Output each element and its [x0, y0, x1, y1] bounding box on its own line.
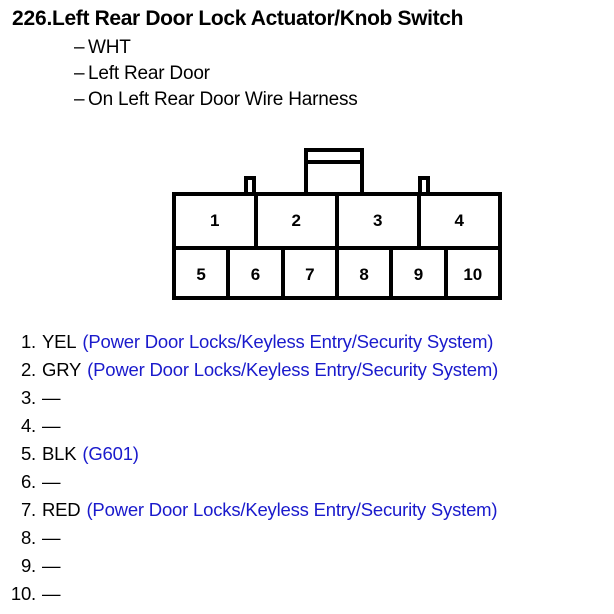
component-subitem: – WHT [74, 35, 614, 61]
pin-number: 2. [20, 359, 36, 380]
component-subitem-list: – WHT – Left Rear Door – On Left Rear Do… [0, 35, 614, 113]
pin-row: 3. — [0, 384, 614, 412]
pin-circuit-name: (Power Door Locks/Keyless Entry/Security… [86, 499, 498, 520]
pin-number: 5. [20, 443, 36, 464]
pin-number: 7. [20, 499, 36, 520]
pin-number: 3. [20, 387, 36, 408]
component-header: 226. Left Rear Door Lock Actuator/Knob S… [0, 0, 614, 113]
connector-right-tab-icon [418, 176, 430, 194]
connector-cavity: 10 [463, 265, 483, 284]
pin-row: 4. — [0, 412, 614, 440]
connector-cavity: 7 [285, 250, 339, 300]
connector-center-latch-bar [308, 160, 360, 164]
title-row: 226. Left Rear Door Lock Actuator/Knob S… [0, 0, 614, 31]
connector-center-latch-icon [304, 148, 364, 194]
pin-row: 8. — [0, 524, 614, 552]
pin-number: 6. [20, 471, 36, 492]
pin-wire-color: — [42, 471, 61, 492]
connector-cavity: 2 [258, 196, 339, 246]
pin-wire-color: — [42, 527, 61, 548]
component-subitem-label: On Left Rear Door Wire Harness [88, 89, 358, 110]
pin-row: 5. BLK (G601) [0, 440, 614, 468]
component-subitem-label: Left Rear Door [88, 63, 210, 84]
pin-row: 10. — [0, 580, 614, 608]
connector-diagram: 1 2 3 4 5 6 7 8 9 10 [172, 148, 502, 300]
dash-bullet: – [74, 63, 85, 84]
pin-wire-color: GRY [42, 359, 82, 380]
connector-cavity: 8 [339, 250, 394, 300]
connector-left-tab-icon [244, 176, 256, 194]
pin-wire-color: — [42, 583, 61, 604]
pin-circuit-name: (Power Door Locks/Keyless Entry/Security… [82, 331, 494, 352]
pin-wire-color: YEL [42, 331, 77, 352]
pin-row: 9. — [0, 552, 614, 580]
connector-bottom-row: 5 6 7 8 9 10 [176, 250, 498, 300]
pin-circuit-name: (G601) [82, 443, 139, 464]
component-subitem: – Left Rear Door [74, 61, 614, 87]
pin-assignment-list: 1. YEL (Power Door Locks/Keyless Entry/S… [0, 328, 614, 608]
pin-wire-color: — [42, 387, 61, 408]
pin-row: 6. — [0, 468, 614, 496]
pin-row: 1. YEL (Power Door Locks/Keyless Entry/S… [0, 328, 614, 356]
pin-wire-color: BLK [42, 443, 77, 464]
component-subitem-label: WHT [88, 37, 131, 58]
pin-wire-color: RED [42, 499, 81, 520]
pin-number: 10. [10, 583, 36, 604]
pin-row: 7. RED (Power Door Locks/Keyless Entry/S… [0, 496, 614, 524]
connector-cavity: 1 [176, 196, 258, 246]
pin-wire-color: — [42, 415, 61, 436]
component-number: 226. [12, 7, 53, 30]
connector-cavity: 9 [393, 250, 448, 300]
pin-number: 8. [20, 527, 36, 548]
connector-cavity: 5 [176, 250, 231, 300]
connector-cavity: 6 [230, 250, 285, 300]
dash-bullet: – [74, 89, 85, 110]
pin-number: 1. [20, 331, 36, 352]
pin-wire-color: — [42, 555, 61, 576]
page-title: Left Rear Door Lock Actuator/Knob Switch [52, 7, 464, 30]
connector-body: 1 2 3 4 5 6 7 8 9 10 [172, 192, 502, 300]
pin-circuit-name: (Power Door Locks/Keyless Entry/Security… [87, 359, 499, 380]
component-subitem: – On Left Rear Door Wire Harness [74, 87, 614, 113]
pin-number: 4. [20, 415, 36, 436]
connector-top-row: 1 2 3 4 [176, 196, 498, 250]
dash-bullet: – [74, 37, 85, 58]
connector-cavity: 4 [454, 211, 464, 230]
pin-number: 9. [20, 555, 36, 576]
pin-row: 2. GRY (Power Door Locks/Keyless Entry/S… [0, 356, 614, 384]
connector-cavity: 3 [339, 196, 421, 246]
